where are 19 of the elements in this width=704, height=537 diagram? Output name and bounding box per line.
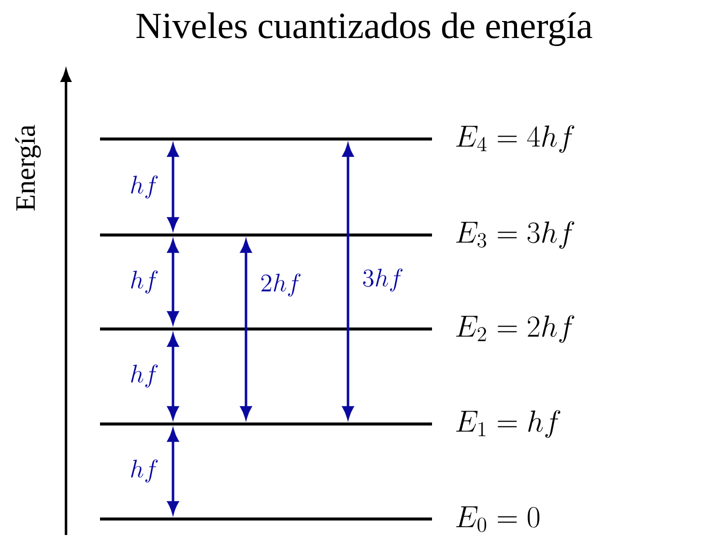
level-label: $E_0 = 0$ [456,506,540,532]
edge-label: $hf$ [131,176,158,198]
axis-label: Energía [15,124,41,211]
energy-level-line [100,138,432,140]
energy-level-line [100,234,432,236]
edge-label: $2hf$ [261,274,301,296]
level-label: $E_1 = hf$ [456,410,560,438]
energy-level-line [100,328,432,330]
title: Niveles cuantizados de energía [136,12,592,46]
energy-level-line [100,422,432,426]
energy-level-line [100,518,432,520]
edge-label: $hf$ [131,364,158,388]
edge-label: $3hf$ [363,268,403,292]
edge-label: $hf$ [131,460,158,482]
level-label: $E_4 = 4hf$ [456,125,574,153]
double-arrow [168,429,178,514]
level-label: $E_3 = 3hf$ [456,221,574,249]
level-label: $E_2 = 2hf$ [456,315,574,343]
edge-label: $hf$ [131,270,158,294]
